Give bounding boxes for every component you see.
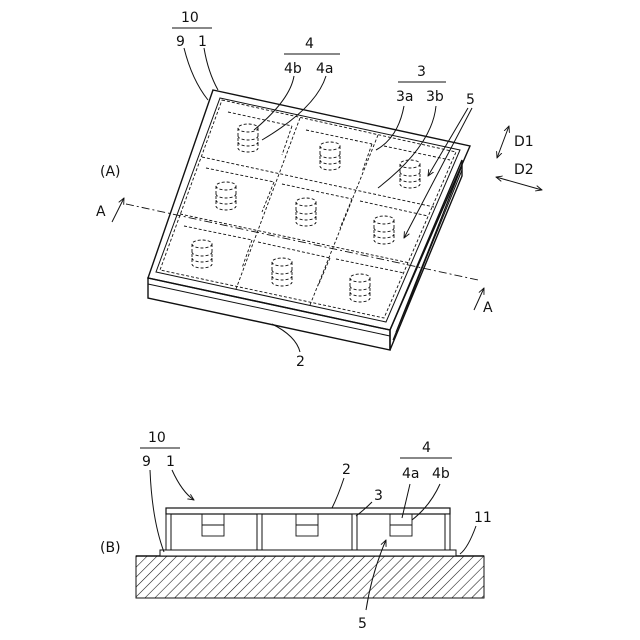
d2-arrow <box>496 177 542 190</box>
label-3: 3 <box>417 64 426 80</box>
base-plate <box>160 550 456 556</box>
label-11: 11 <box>474 510 492 526</box>
labels-a: (A) 10 9 1 4 4b 4a 3 3a 3b 5 D1 D2 A A 2 <box>96 10 534 370</box>
label-d1: D1 <box>514 134 534 150</box>
label-4: 4 <box>305 36 314 52</box>
label-10-b: 10 <box>148 430 166 446</box>
label-2: 2 <box>296 354 305 370</box>
component-stack <box>320 142 340 170</box>
label-4a-b: 4a <box>402 466 420 482</box>
component-stack <box>238 124 258 152</box>
walls <box>166 514 450 550</box>
label-4b: 4b <box>284 61 302 77</box>
component-stack <box>374 216 394 244</box>
label-1-b: 1 <box>166 454 175 470</box>
component-stack <box>296 198 316 226</box>
component-stack <box>400 160 420 188</box>
component-stack <box>216 182 236 210</box>
label-d2: D2 <box>514 162 534 178</box>
substrate <box>136 556 484 598</box>
lid <box>166 508 450 514</box>
label-3-b: 3 <box>374 488 383 504</box>
label-5-b: 5 <box>358 616 367 632</box>
label-a-left: A <box>96 204 106 220</box>
figure-b: (B) 10 9 1 2 3 4 4a 4b 11 5 <box>100 430 492 632</box>
d1-arrow <box>497 126 509 158</box>
label-9-b: 9 <box>142 454 151 470</box>
label-10: 10 <box>181 10 199 26</box>
panel-label-b: (B) <box>100 540 121 556</box>
label-3a: 3a <box>396 89 414 105</box>
label-a-right: A <box>483 300 493 316</box>
component-stack <box>272 258 292 286</box>
component-stack <box>192 240 212 268</box>
panel-label-a: (A) <box>100 164 121 180</box>
component-stacks <box>192 124 420 302</box>
label-4b-b: 4b <box>432 466 450 482</box>
components-b <box>202 514 412 536</box>
label-9: 9 <box>176 34 185 50</box>
label-4a: 4a <box>316 61 334 77</box>
label-4-b: 4 <box>422 440 431 456</box>
label-2-b: 2 <box>342 462 351 478</box>
label-5: 5 <box>466 92 475 108</box>
label-1: 1 <box>198 34 207 50</box>
section-arrow-left <box>112 198 124 222</box>
label-3b: 3b <box>426 89 444 105</box>
figure-a: (A) 10 9 1 4 4b 4a 3 3a 3b 5 D1 D2 A A 2 <box>96 10 542 370</box>
component-stack <box>350 274 370 302</box>
